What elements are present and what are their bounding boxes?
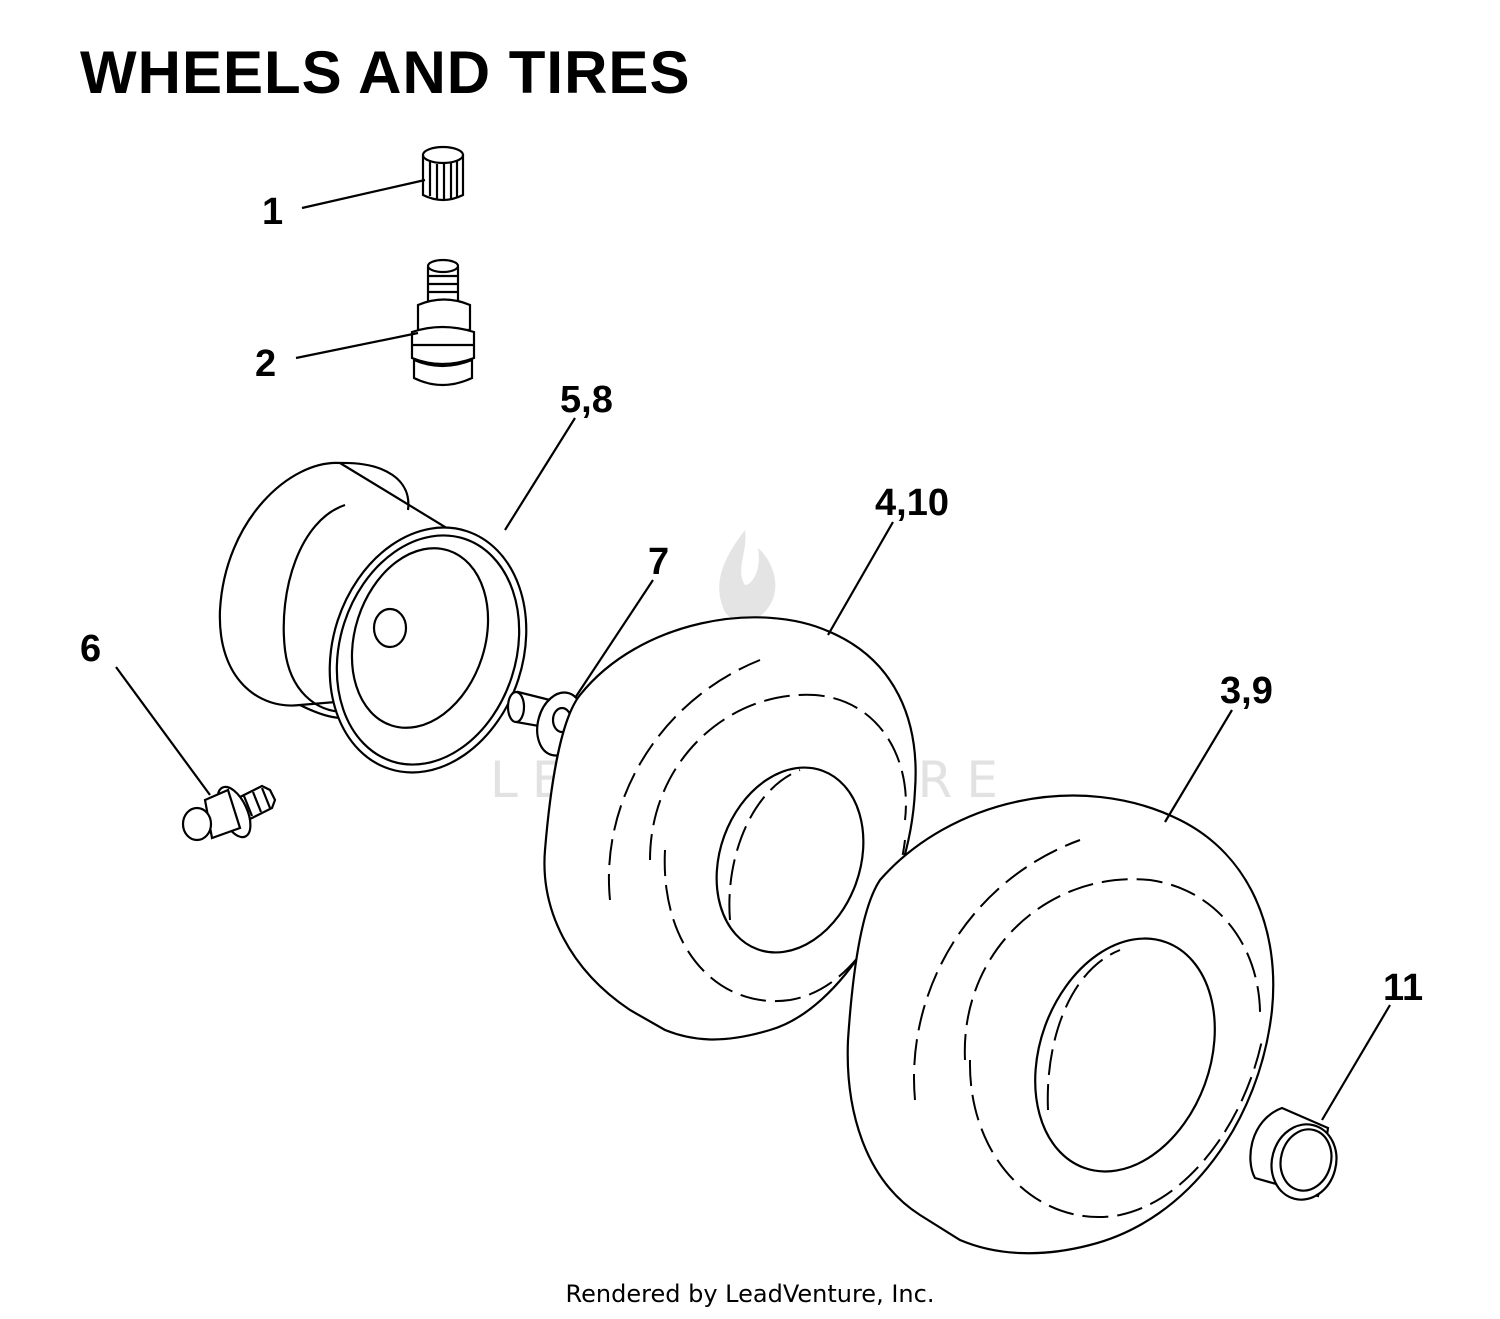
hub-cap-icon [1249, 1106, 1338, 1201]
callout-7: 7 [648, 541, 669, 583]
wheel-rim-icon [218, 461, 528, 774]
grease-fitting-icon [181, 784, 277, 842]
callout-3-9: 3,9 [1220, 670, 1273, 712]
callout-1: 1 [262, 191, 283, 233]
callout-11: 11 [1383, 967, 1423, 1009]
valve-stem-icon [410, 258, 476, 387]
valve-cap-icon [421, 145, 465, 202]
front-tire-icon [543, 616, 917, 1041]
footer-credit: Rendered by LeadVenture, Inc. [565, 1280, 935, 1308]
callout-4-10: 4,10 [875, 482, 949, 524]
rear-tire-icon [846, 794, 1275, 1255]
leader-lines [115, 178, 1391, 1121]
page-title: WHEELS AND TIRES [80, 39, 691, 106]
callout-6: 6 [80, 628, 101, 670]
callout-2: 2 [255, 343, 276, 385]
callout-5-8: 5,8 [560, 379, 613, 421]
